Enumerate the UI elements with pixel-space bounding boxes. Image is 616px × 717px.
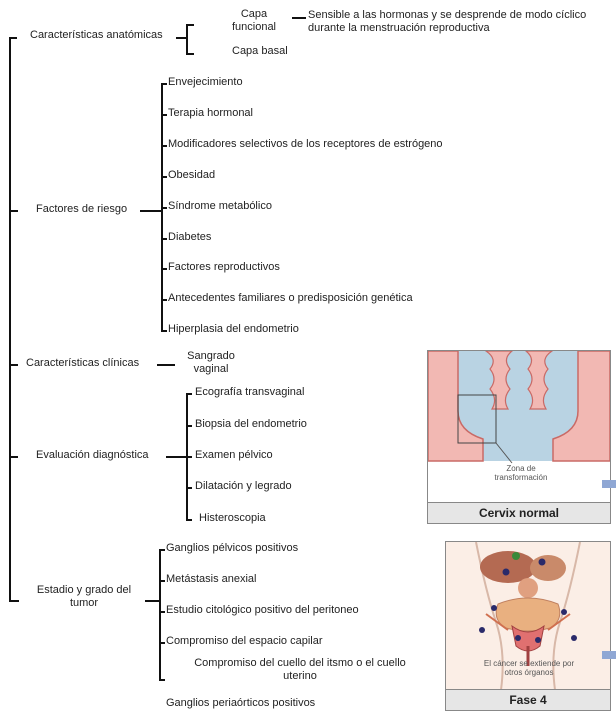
diag-tick — [186, 425, 192, 427]
connector — [157, 364, 175, 366]
riesgo-tick — [161, 330, 167, 332]
riesgo-tick — [161, 207, 167, 209]
bracket — [186, 24, 188, 53]
diag-tick — [186, 519, 192, 521]
estadio-tick — [159, 642, 165, 644]
clinicas-label: Características clínicas — [26, 357, 139, 370]
riesgo-item: Obesidad — [168, 169, 215, 182]
capa-basal: Capa basal — [232, 45, 288, 58]
riesgo-tick — [161, 145, 167, 147]
riesgo-tick — [161, 268, 167, 270]
riesgo-tick — [161, 238, 167, 240]
main-spine — [9, 37, 11, 600]
estadio-label: Estadio y grado del tumor — [24, 584, 144, 610]
connector — [186, 53, 194, 55]
connector — [176, 37, 186, 39]
connector — [9, 456, 18, 458]
zone-label: Zona de transformación — [486, 464, 556, 482]
estadio-item: Compromiso del espacio capilar — [166, 635, 323, 648]
riesgo-item: Factores reproductivos — [168, 261, 280, 274]
riesgo-item: Antecedentes familiares o predisposición… — [168, 292, 413, 305]
fase-arrow-icon — [602, 651, 616, 659]
estadio-item: Metástasis anexial — [166, 573, 257, 586]
connector — [186, 24, 194, 26]
riesgo-item: Hiperplasia del endometrio — [168, 323, 299, 336]
riesgo-tick — [161, 299, 167, 301]
riesgo-item: Síndrome metabólico — [168, 200, 272, 213]
diagnostica-item: Biopsia del endometrio — [195, 418, 307, 431]
connector — [166, 456, 186, 458]
fase-image-panel: El cáncer se extiende por otros órganos … — [445, 541, 611, 711]
diagnostica-item: Examen pélvico — [195, 449, 273, 462]
riesgo-item: Modificadores selectivos de los receptor… — [168, 138, 443, 151]
estadio-item: Estudio citológico positivo del peritone… — [166, 604, 359, 617]
riesgo-tick — [161, 83, 167, 85]
estadio-item: Ganglios pélvicos positivos — [166, 542, 298, 555]
estadio-tick — [159, 580, 165, 582]
capa-funcional-desc: Sensible a las hormonas y se desprende d… — [308, 9, 608, 35]
connector — [145, 600, 159, 602]
cervix-image-panel: Zona de transformación Cervix normal — [427, 350, 611, 524]
diagnostica-item: Dilatación y legrado — [195, 480, 292, 493]
riesgo-tick — [161, 176, 167, 178]
connector — [9, 364, 18, 366]
clinicas-value: Sangrado vaginal — [181, 350, 241, 376]
diagnostica-item: Histeroscopia — [199, 512, 266, 525]
riesgo-item: Envejecimiento — [168, 76, 243, 89]
fase-caption: Fase 4 — [446, 689, 610, 710]
riesgo-label: Factores de riesgo — [36, 203, 127, 216]
estadio-item: Ganglios periaórticos positivos — [166, 697, 315, 710]
diag-tick — [186, 487, 192, 489]
connector — [140, 210, 161, 212]
diag-tick — [186, 393, 192, 395]
connector — [9, 37, 17, 39]
connector — [9, 210, 18, 212]
estadio-tick — [159, 549, 165, 551]
diagnostica-item: Ecografía transvaginal — [195, 386, 304, 399]
riesgo-item: Diabetes — [168, 231, 211, 244]
diagnostica-label: Evaluación diagnóstica — [36, 449, 149, 462]
estadio-tick — [159, 679, 165, 681]
estadio-bracket — [159, 549, 161, 679]
capa-funcional: Capa funcional — [223, 8, 285, 34]
connector — [9, 600, 19, 602]
riesgo-item: Terapia hormonal — [168, 107, 253, 120]
estadio-item: Compromiso del cuello del itsmo o el cue… — [180, 657, 420, 683]
connector — [292, 17, 306, 19]
diag-tick — [186, 456, 192, 458]
estadio-tick — [159, 611, 165, 613]
cervix-arrow-icon — [602, 480, 616, 488]
riesgo-tick — [161, 114, 167, 116]
anatomicas-label: Características anatómicas — [30, 29, 163, 42]
spread-label: El cáncer se extiende por otros órganos — [474, 659, 584, 677]
cervix-caption: Cervix normal — [428, 502, 610, 523]
